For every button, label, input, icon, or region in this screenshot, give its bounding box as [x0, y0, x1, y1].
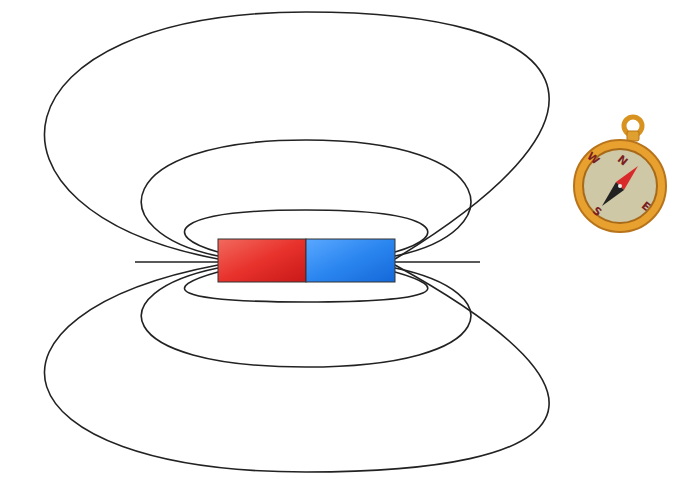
- magnet-red-pole: [218, 239, 306, 282]
- field-line: [395, 261, 480, 263]
- field-line: [44, 265, 549, 472]
- field-line: [135, 261, 218, 263]
- field-line: [141, 268, 470, 367]
- magnet-blue-pole: [306, 239, 395, 282]
- compass: [574, 117, 666, 232]
- field-line: [44, 12, 549, 259]
